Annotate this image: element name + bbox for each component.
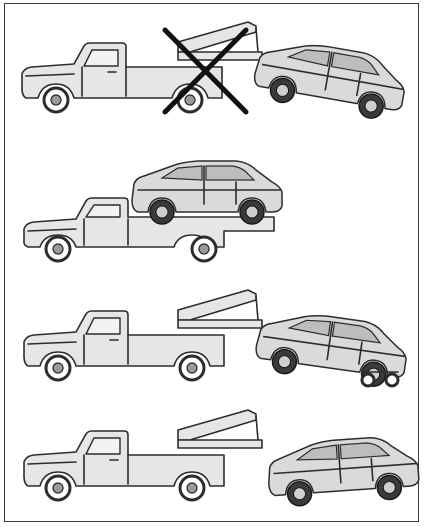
panel-3-wheel-lift-dollies xyxy=(24,290,410,390)
panel-4-wheel-lift-rear xyxy=(24,410,420,508)
panel-1-wheel-lift-not-allowed xyxy=(22,22,410,123)
panel-2-flatbed xyxy=(24,161,282,261)
